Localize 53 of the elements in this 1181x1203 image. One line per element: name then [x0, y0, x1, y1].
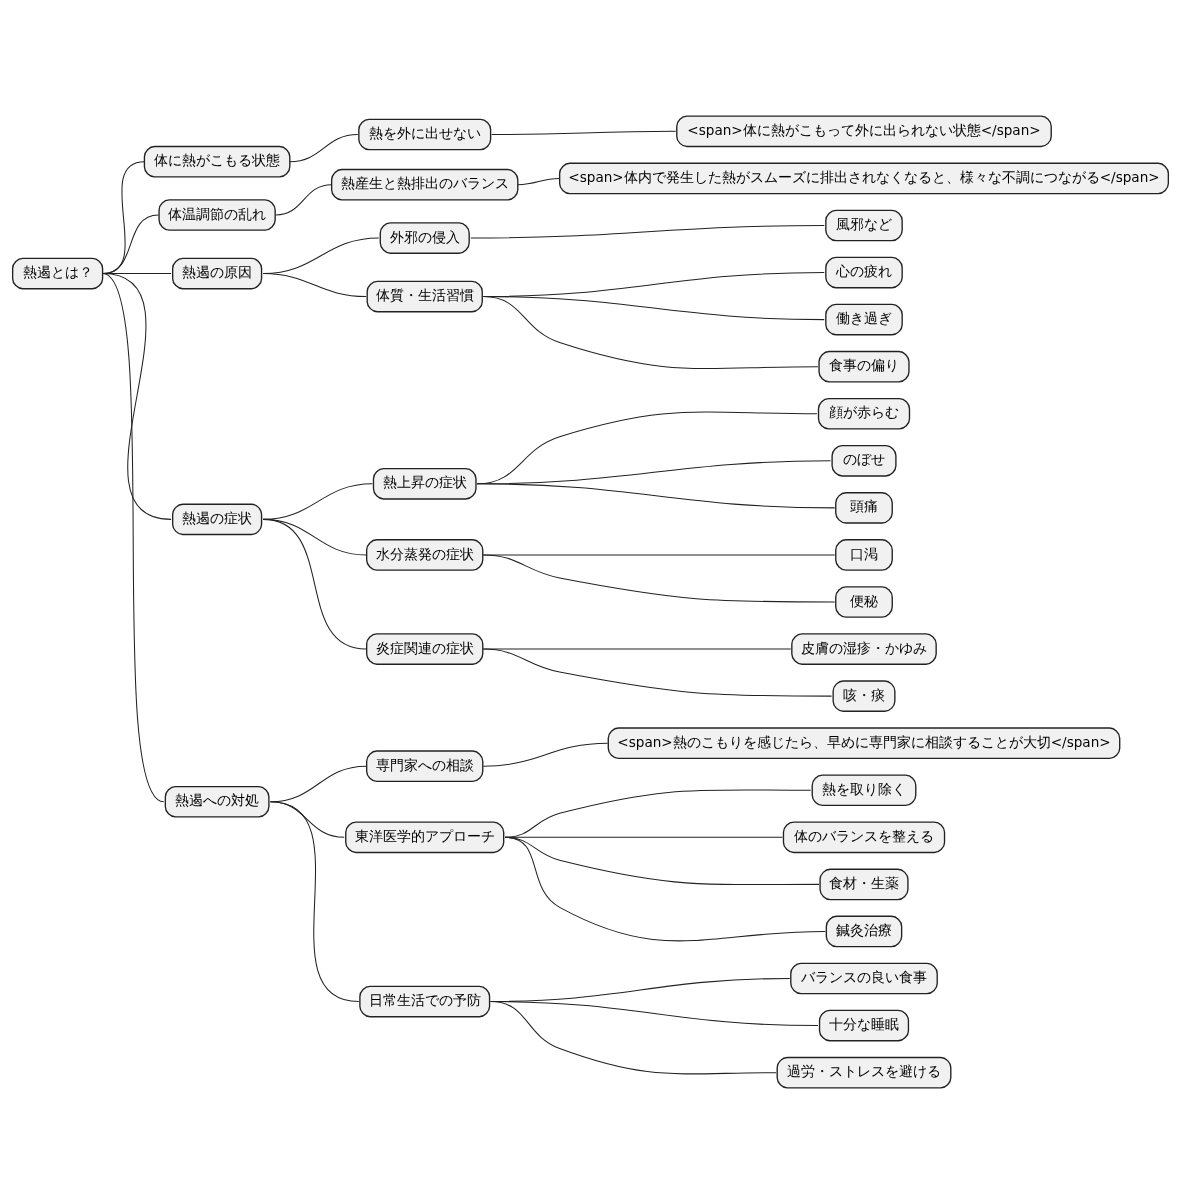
node-box: 外邪の侵入 — [379, 221, 470, 254]
connector — [482, 648, 833, 697]
node-box: 熱遏とは？ — [11, 257, 104, 289]
node-box: 頭痛 — [835, 491, 893, 524]
node-box: 食事の偏り — [818, 350, 910, 382]
node-box: 心の疲れ — [825, 256, 903, 288]
connector — [289, 133, 359, 162]
node-box: 体に熱がこもる状態 — [143, 145, 291, 178]
node-box: 便秘 — [835, 585, 893, 618]
node-box: 体のバランスを整える — [782, 821, 946, 853]
node-box: のぼせ — [831, 444, 897, 477]
node-box: 過労・ストレスを避ける — [776, 1056, 952, 1088]
node-box: 体温調節の乱れ — [158, 198, 276, 231]
node-box: 鍼灸治療 — [825, 915, 903, 947]
node-box: 熱産生と熱排出のバランス — [330, 168, 519, 201]
node-box: <span>体に熱がこもって外に出られない状態</span> — [676, 115, 1052, 147]
node-box: <span>体内で発生した熱がスムーズに排出されなくなると、様々な不調につながる</span> — [558, 162, 1170, 194]
connector — [482, 553, 836, 603]
connector — [262, 272, 367, 297]
node-box: 顔が赤らむ — [817, 397, 911, 430]
node-box: 働き過ぎ — [825, 303, 903, 335]
node-box: <span>熱のこもりを感じたら、早めに専門家に相談することが大切</span> — [607, 726, 1121, 759]
node-box: 熱上昇の症状 — [372, 467, 477, 500]
connector — [517, 177, 561, 185]
node-box: バランスの良い食事 — [790, 962, 938, 994]
connector — [504, 836, 826, 941]
connector — [275, 183, 333, 216]
node-box: 熱遏の症状 — [172, 503, 263, 535]
connector — [482, 742, 609, 767]
node-box: 熱遏への対処 — [164, 785, 270, 818]
node-box: 口渇 — [835, 538, 893, 571]
connector — [269, 800, 360, 1002]
node-box: 食材・生薬 — [819, 868, 909, 900]
node-box: 咳・痰 — [832, 679, 896, 712]
node-box: 体質・生活習慣 — [366, 280, 483, 312]
connector — [490, 1000, 777, 1074]
connector — [470, 224, 825, 239]
node-box: 十分な睡眠 — [818, 1009, 910, 1041]
connector — [476, 482, 836, 508]
node-box: 専門家への相談 — [366, 749, 484, 782]
connector — [482, 295, 819, 369]
connector — [262, 518, 367, 650]
node-box: 東洋医学的アプローチ — [345, 821, 505, 853]
node-box: 風邪など — [825, 209, 903, 241]
node-box: 熱遏の原因 — [172, 257, 263, 289]
node-box: 日常生活での予防 — [359, 985, 491, 1017]
node-box: 炎症関連の症状 — [366, 632, 484, 665]
node-box: 水分蒸発の症状 — [366, 538, 484, 571]
node-box: 熱を外に出せない — [358, 118, 492, 150]
node-box: 熱を取り除く — [811, 773, 917, 806]
connector — [102, 272, 165, 802]
node-box: 皮膚の湿疹・かゆみ — [791, 632, 937, 665]
connector — [491, 130, 677, 135]
